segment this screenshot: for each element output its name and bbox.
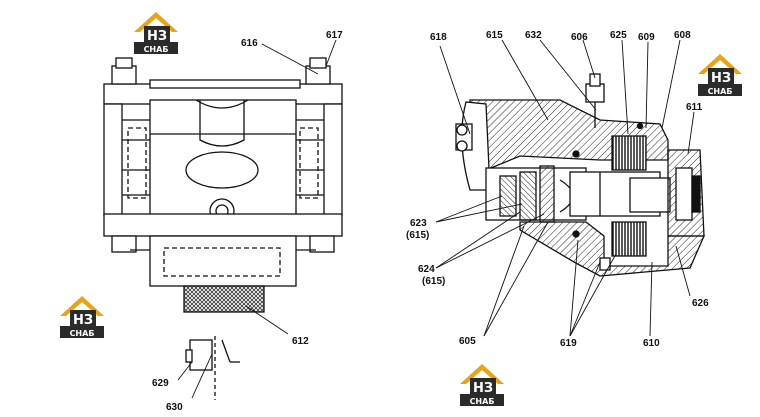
label-615: 615 xyxy=(486,30,503,41)
label-617: 617 xyxy=(326,30,343,41)
label-625: 625 xyxy=(610,30,627,41)
svg-text:НЗ: НЗ xyxy=(473,381,493,396)
svg-text:СНАБ: СНАБ xyxy=(470,397,495,406)
label-632: 632 xyxy=(525,30,542,41)
label-606: 606 xyxy=(571,32,588,43)
leader-lines xyxy=(177,39,695,399)
label-612: 612 xyxy=(292,336,309,347)
svg-text:НЗ: НЗ xyxy=(147,29,167,44)
label-605: 605 xyxy=(459,336,476,347)
label-624-sub: (615) xyxy=(422,276,445,287)
label-623: 623 xyxy=(410,218,427,229)
label-610: 610 xyxy=(643,338,660,349)
label-608: 608 xyxy=(674,30,691,41)
svg-text:НЗ: НЗ xyxy=(73,313,93,328)
label-630: 630 xyxy=(166,402,183,413)
label-616: 616 xyxy=(241,38,258,49)
logo-right: НЗ СНАБ xyxy=(698,54,742,96)
svg-text:СНАБ: СНАБ xyxy=(70,329,95,338)
label-609: 609 xyxy=(638,32,655,43)
label-611: 611 xyxy=(686,102,703,113)
label-629: 629 xyxy=(152,378,169,389)
logo-top-left: НЗ СНАБ xyxy=(134,12,178,54)
label-618: 618 xyxy=(430,32,447,43)
label-626: 626 xyxy=(692,298,709,309)
right-section-view xyxy=(455,73,705,277)
label-623-sub: (615) xyxy=(406,230,429,241)
left-assembly-view xyxy=(103,57,343,400)
logo-left-middle: НЗ СНАБ xyxy=(60,296,104,338)
svg-text:СНАБ: СНАБ xyxy=(708,87,733,96)
svg-text:НЗ: НЗ xyxy=(711,71,731,86)
callout-labels: 616 617 612 629 630 618 615 632 606 625 … xyxy=(152,30,709,413)
svg-text:СНАБ: СНАБ xyxy=(144,45,169,54)
label-619: 619 xyxy=(560,338,577,349)
logo-bottom-center: НЗ СНАБ xyxy=(460,364,504,406)
label-624: 624 xyxy=(418,264,435,275)
